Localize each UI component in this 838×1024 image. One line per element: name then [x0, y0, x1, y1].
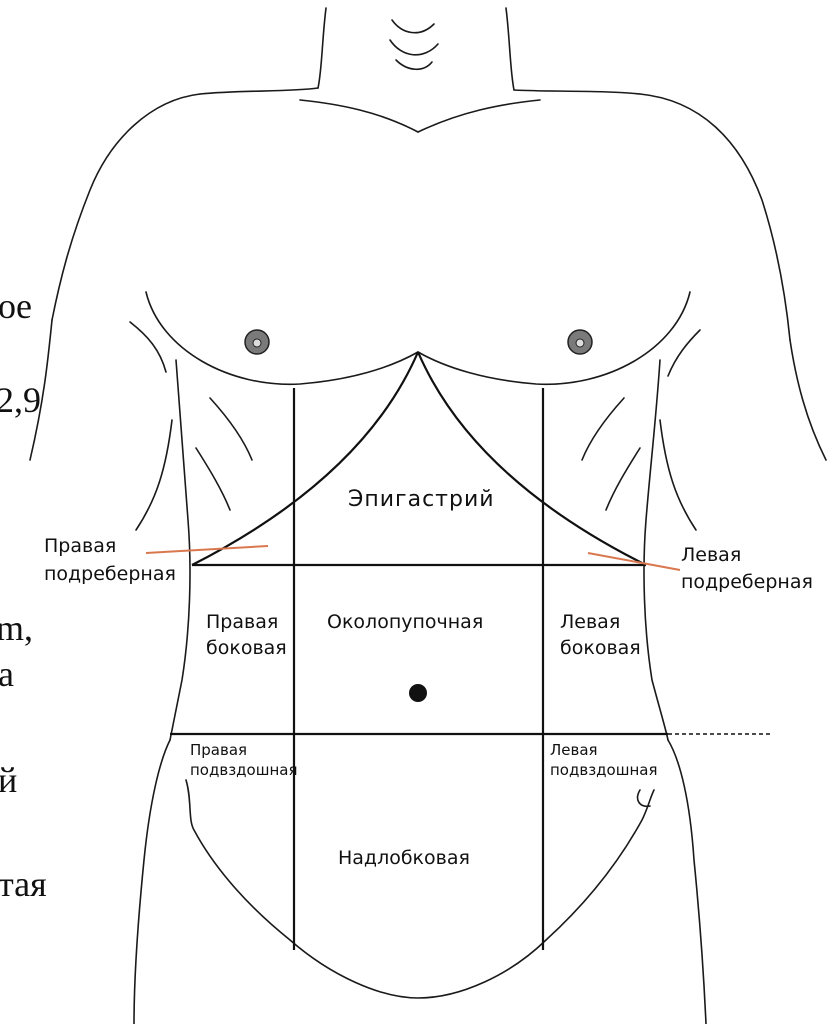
left-hypochondriac-leader [588, 553, 680, 570]
label-right-lateral-line2: боковая [206, 637, 287, 659]
background-text-line-4: a [0, 654, 14, 694]
leader-lines [146, 546, 680, 570]
torso-outline [30, 8, 826, 1024]
label-hypogastric: Надлобковая [338, 847, 470, 869]
anatomy-markers [245, 330, 592, 702]
background-page-text: oe 2,9 m, a й тая [0, 286, 47, 904]
label-left-iliac-line1: Левая [550, 741, 598, 759]
background-text-line-1: oe [0, 286, 32, 326]
label-left-hypochondriac-line2: подреберная [681, 571, 813, 593]
label-right-hypochondriac-line1: Правая [44, 535, 116, 557]
label-right-iliac-line2: подвздошная [190, 761, 297, 779]
label-left-hypochondriac-line1: Левая [681, 544, 741, 566]
label-left-lateral-line1: Левая [560, 611, 620, 633]
navel-dot [409, 684, 427, 702]
background-text-line-5: й [0, 760, 17, 800]
right-hypochondriac-leader [146, 546, 268, 553]
label-right-lateral-line1: Правая [206, 611, 278, 633]
label-right-hypochondriac-line2: подреберная [44, 563, 176, 585]
label-epigastric: Эпигастрий [348, 487, 495, 512]
label-umbilical: Околопупочная [327, 611, 483, 633]
background-text-line-3: m, [0, 608, 33, 648]
label-left-lateral-line2: боковая [560, 637, 641, 659]
background-text-line-6: тая [0, 864, 47, 904]
background-text-line-2: 2,9 [0, 380, 41, 420]
region-labels: Эпигастрий Околопупочная Надлобковая Пра… [44, 487, 813, 869]
label-right-iliac-line1: Правая [190, 741, 247, 759]
label-left-iliac-line2: подвздошная [550, 761, 657, 779]
